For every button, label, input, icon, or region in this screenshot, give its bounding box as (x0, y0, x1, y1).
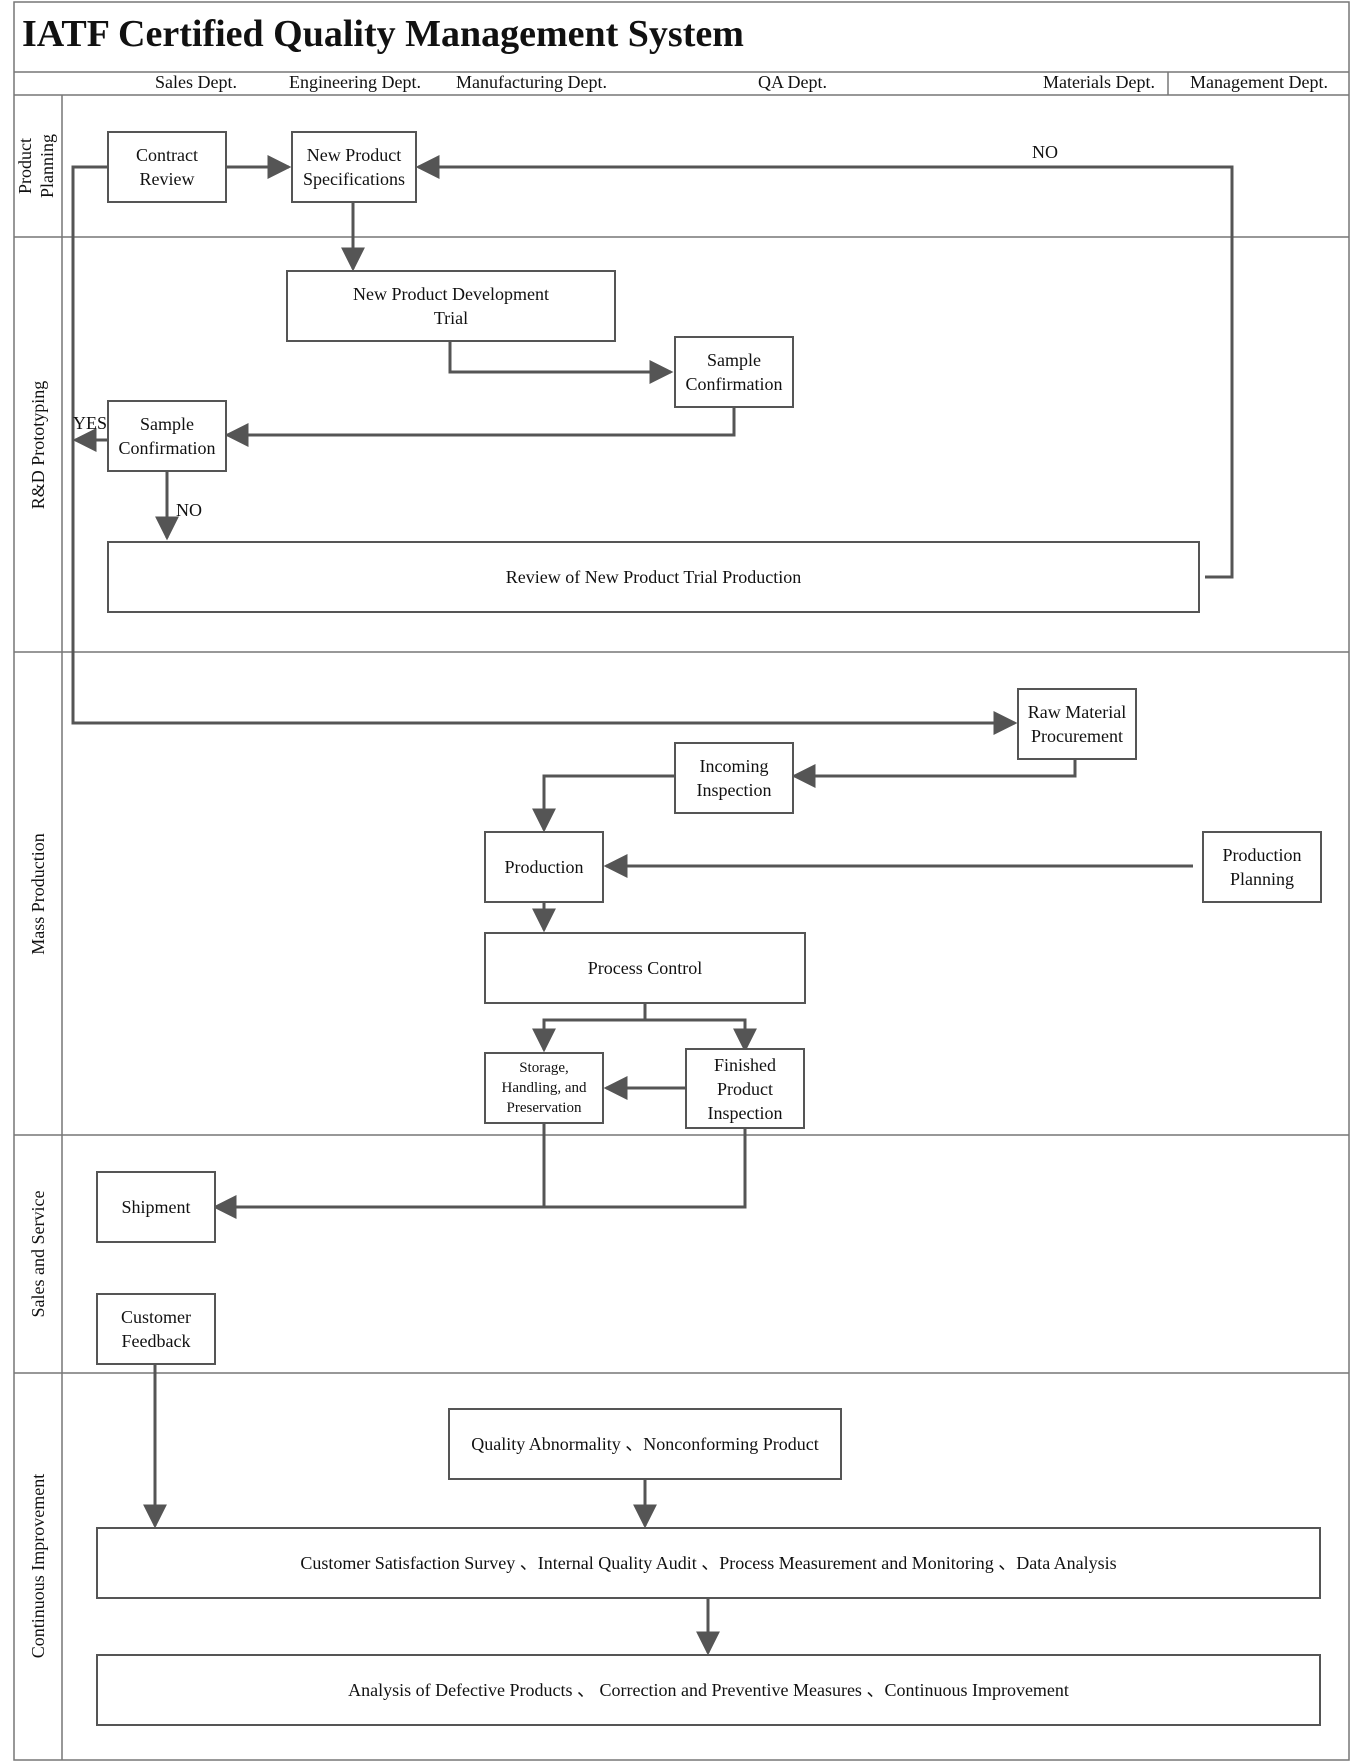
node-defect-analysis-improvement: Analysis of Defective Products 、 Correct… (96, 1654, 1321, 1726)
connectors (71, 155, 1234, 1656)
node-production: Production (484, 831, 604, 903)
node-raw-material-procurement: Raw Material Procurement (1017, 688, 1137, 760)
lane-mass-production: Mass Production (28, 833, 48, 955)
edge-label-no-sample: NO (176, 500, 202, 520)
node-satisfaction-audit-analysis: Customer Satisfaction Survey 、Internal Q… (96, 1527, 1321, 1599)
node-new-product-specifications: New Product Specifications (291, 131, 417, 203)
node-shipment: Shipment (96, 1171, 216, 1243)
node-incoming-inspection: Incoming Inspection (674, 742, 794, 814)
node-customer-feedback: Customer Feedback (96, 1293, 216, 1365)
dept-engineering: Engineering Dept. (289, 72, 421, 92)
dept-materials: Materials Dept. (1043, 72, 1155, 92)
edge-label-no-top: NO (1032, 142, 1058, 162)
dept-management: Management Dept. (1190, 72, 1328, 92)
node-contract-review: Contract Review (107, 131, 227, 203)
node-process-control: Process Control (484, 932, 806, 1004)
node-finished-product-inspection: Finished Product Inspection (685, 1048, 805, 1129)
lane-product-planning: Product Planning (15, 133, 57, 199)
node-sample-confirmation-sales: Sample Confirmation (107, 400, 227, 472)
node-production-planning: Production Planning (1202, 831, 1322, 903)
edge-label-yes: YES (73, 413, 108, 433)
page-title: IATF Certified Quality Management System (22, 13, 744, 55)
lane-grid (13, 1, 1350, 1761)
dept-manufacturing: Manufacturing Dept. (456, 72, 607, 92)
node-npd-trial: New Product Development Trial (286, 270, 616, 342)
node-review-trial-production: Review of New Product Trial Production (107, 541, 1200, 613)
node-storage-handling-preservation: Storage, Handling, and Preservation (484, 1052, 604, 1124)
node-quality-abnormality: Quality Abnormality 、Nonconforming Produ… (448, 1408, 842, 1480)
lane-sales-service: Sales and Service (28, 1190, 48, 1318)
node-sample-confirmation-qa: Sample Confirmation (674, 336, 794, 408)
lane-rd-prototyping: R&D Prototyping (28, 380, 48, 510)
dept-qa: QA Dept. (758, 72, 827, 92)
lane-continuous-improvement: Continuous Improvement (28, 1473, 48, 1659)
dept-sales: Sales Dept. (155, 72, 237, 92)
